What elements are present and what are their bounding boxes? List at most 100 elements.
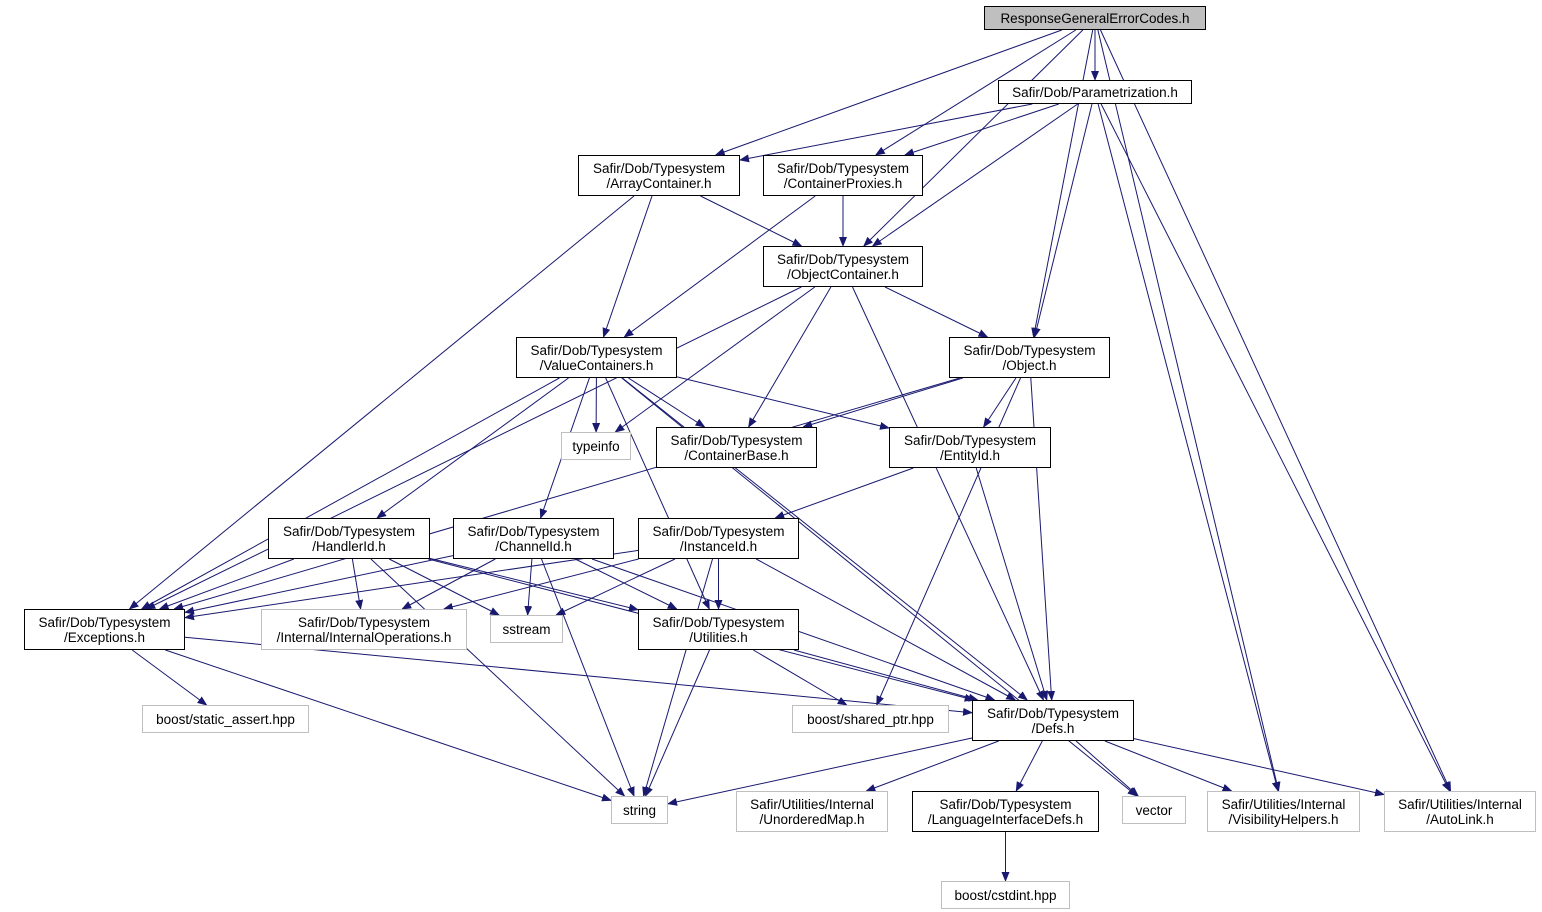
edge-valcont-to-exceptions xyxy=(140,377,560,610)
node-object-container[interactable]: Safir/Dob/Typesystem /ObjectContainer.h xyxy=(763,246,923,287)
edge-utilities-to-defs xyxy=(793,649,979,702)
node-label-line1: Safir/Dob/Typesystem xyxy=(670,432,803,448)
node-label-line2: /EntityId.h xyxy=(939,447,1001,463)
edge-param-to-contprox xyxy=(903,103,1059,156)
edge-param-to-visibility xyxy=(1097,103,1280,792)
edge-param-to-arraycont xyxy=(739,103,1033,163)
edge-entityid-to-defs xyxy=(975,467,1049,701)
node-label: string xyxy=(622,802,656,818)
node-label-line1: Safir/Dob/Typesystem xyxy=(776,160,910,176)
node-label-line2: /ContainerProxies.h xyxy=(783,175,903,191)
node-sstream: sstream xyxy=(490,615,563,643)
edge-handlerid-to-string xyxy=(370,558,626,797)
node-channel-id[interactable]: Safir/Dob/Typesystem /ChannelId.h xyxy=(453,518,614,559)
node-label: sstream xyxy=(502,621,551,637)
edge-arraycont-to-objcont xyxy=(700,195,803,247)
node-auto-link: Safir/Utilities/Internal /AutoLink.h xyxy=(1384,791,1536,832)
edge-entityid-to-instanceid xyxy=(774,467,914,519)
edge-param-to-object xyxy=(1032,103,1093,338)
node-label: boost/shared_ptr.hpp xyxy=(807,711,934,727)
edge-defs-to-langdefs xyxy=(1015,740,1043,792)
edge-root-to-object xyxy=(1031,29,1094,338)
edge-objcont-to-defs xyxy=(852,286,1044,701)
edge-exceptions-to-string xyxy=(165,649,612,802)
node-instance-id[interactable]: Safir/Dob/Typesystem /InstanceId.h xyxy=(638,518,799,559)
edge-valcont-to-utilities xyxy=(605,377,710,610)
edge-instanceid-to-internalops xyxy=(442,558,639,611)
node-visibility-helpers: Safir/Utilities/Internal /VisibilityHelp… xyxy=(1207,791,1360,832)
node-value-containers[interactable]: Safir/Dob/Typesystem /ValueContainers.h xyxy=(516,337,677,378)
node-vector: vector xyxy=(1122,796,1186,824)
node-label-line1: Safir/Dob/Typesystem xyxy=(530,342,663,358)
edge-root-to-contprox xyxy=(874,29,1077,156)
node-entity-id[interactable]: Safir/Dob/Typesystem /EntityId.h xyxy=(889,427,1051,468)
node-defs[interactable]: Safir/Dob/Typesystem /Defs.h xyxy=(972,700,1134,741)
node-shared-ptr: boost/shared_ptr.hpp xyxy=(792,705,949,733)
node-label: vector xyxy=(1135,802,1173,818)
node-label-line2: /ObjectContainer.h xyxy=(787,266,899,282)
node-handler-id[interactable]: Safir/Dob/Typesystem /HandlerId.h xyxy=(268,518,430,559)
node-language-interface-defs[interactable]: Safir/Dob/Typesystem /LanguageInterfaceD… xyxy=(912,791,1099,832)
node-label-line2: /Utilities.h xyxy=(689,629,748,645)
edge-defs-to-string xyxy=(667,737,973,806)
node-label-line2: /Defs.h xyxy=(1031,720,1075,736)
node-label-line1: Safir/Dob/Typesystem xyxy=(986,705,1120,721)
edge-object-to-exceptions xyxy=(173,377,960,611)
edge-utilities-to-sharedptr xyxy=(753,649,848,706)
node-label-line2: /VisibilityHelpers.h xyxy=(1228,811,1339,827)
node-label-line1: Safir/Dob/Typesystem xyxy=(38,614,171,630)
node-label-line1: Safir/Dob/Typesystem xyxy=(652,614,785,630)
node-label-line1: Safir/Dob/Typesystem xyxy=(297,614,431,630)
node-label-line1: Safir/Dob/Typesystem xyxy=(282,523,416,539)
edge-defs-to-visibility xyxy=(1104,740,1233,792)
node-container-base[interactable]: Safir/Dob/Typesystem /ContainerBase.h xyxy=(656,427,817,468)
edge-channelid-to-utilities xyxy=(574,558,678,610)
edge-defs-to-autolink xyxy=(1133,738,1385,797)
node-label: ResponseGeneralErrorCodes.h xyxy=(1000,10,1190,26)
node-label-line2: /LanguageInterfaceDefs.h xyxy=(927,811,1084,827)
node-parametrization[interactable]: Safir/Dob/Parametrization.h xyxy=(998,80,1192,104)
edge-utilities-to-string xyxy=(645,649,710,797)
node-utilities[interactable]: Safir/Dob/Typesystem /Utilities.h xyxy=(638,609,799,650)
edge-instanceid-to-string xyxy=(642,558,713,797)
node-label-line2: /HandlerId.h xyxy=(312,538,386,554)
edge-objcont-to-contbase xyxy=(748,286,832,428)
edge-defs-to-vector xyxy=(1075,740,1139,797)
edge-root-to-autolink xyxy=(1100,29,1452,792)
node-label-line2: /InstanceId.h xyxy=(679,538,758,554)
edge-arraycont-to-exceptions xyxy=(128,195,635,610)
node-label-line2: /ValueContainers.h xyxy=(539,357,654,373)
edge-channelid-to-string xyxy=(541,558,635,797)
edge-arraycont-to-valcont xyxy=(602,195,653,338)
node-object[interactable]: Safir/Dob/Typesystem /Object.h xyxy=(949,337,1110,378)
edge-object-to-contbase xyxy=(802,377,963,429)
node-label-line2: /ContainerBase.h xyxy=(684,447,789,463)
edge-channelid-to-exceptions xyxy=(184,555,454,615)
node-container-proxies[interactable]: Safir/Dob/Typesystem /ContainerProxies.h xyxy=(763,155,923,196)
edge-valcont-to-handlerid xyxy=(376,377,569,519)
node-label-line2: /ChannelId.h xyxy=(495,538,572,554)
edge-valcont-to-contbase xyxy=(628,377,706,428)
node-string: string xyxy=(611,796,668,824)
node-internal-operations: Safir/Dob/Typesystem /Internal/InternalO… xyxy=(261,609,467,650)
node-label-line2: /ArrayContainer.h xyxy=(606,175,712,191)
node-label-line2: /Internal/InternalOperations.h xyxy=(276,629,452,645)
edge-instanceid-to-defs xyxy=(755,558,1017,701)
edge-valcont-to-entityid xyxy=(676,376,890,430)
node-label-line1: Safir/Dob/Typesystem xyxy=(652,523,785,539)
edge-contprox-to-valcont xyxy=(623,195,816,338)
node-array-container[interactable]: Safir/Dob/Typesystem /ArrayContainer.h xyxy=(578,155,740,196)
node-label-line1: Safir/Dob/Typesystem xyxy=(903,432,1037,448)
node-label: Safir/Dob/Parametrization.h xyxy=(1012,84,1178,100)
node-response-general-error-codes[interactable]: ResponseGeneralErrorCodes.h xyxy=(984,6,1206,30)
node-label: boost/cstdint.hpp xyxy=(954,887,1057,903)
edge-object-to-entityid xyxy=(983,377,1017,428)
node-label-line1: Safir/Dob/Typesystem xyxy=(592,160,726,176)
node-label-line1: Safir/Utilities/Internal xyxy=(1398,796,1522,812)
node-static-assert: boost/static_assert.hpp xyxy=(142,705,309,733)
node-exceptions[interactable]: Safir/Dob/Typesystem /Exceptions.h xyxy=(24,609,185,650)
edge-root-to-visibility xyxy=(1097,29,1281,792)
edge-instanceid-to-exceptions xyxy=(184,549,639,621)
node-label-line2: /UnorderedMap.h xyxy=(759,811,865,827)
edge-objcont-to-typeinfo xyxy=(614,286,816,433)
